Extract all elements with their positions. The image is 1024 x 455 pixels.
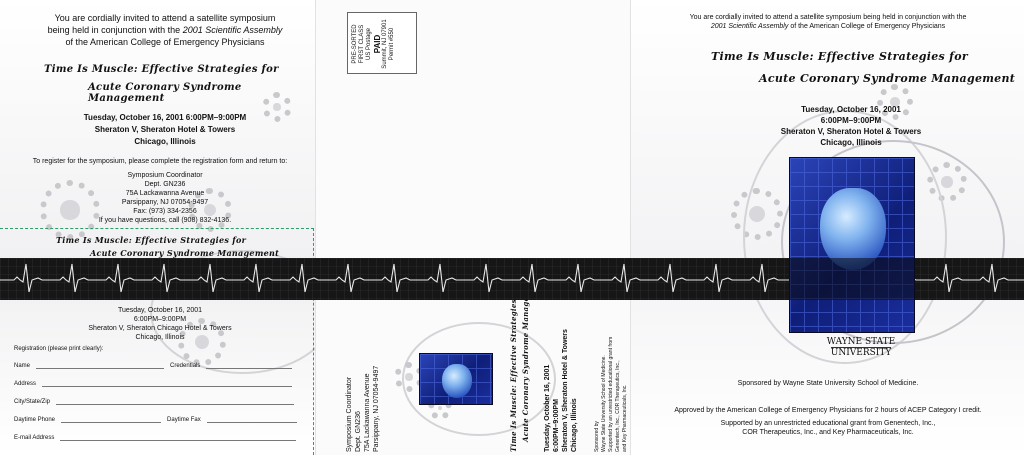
- form-event-details: Tuesday, October 16, 2001 6:00PM–9:00PM …: [88, 307, 232, 341]
- heart-illustration: [442, 364, 472, 398]
- mailer-title: Time Is Muscle: Effective Strategies for…: [509, 275, 530, 452]
- event-venue: Sheraton V, Sheraton Hotel & Towers: [94, 125, 236, 134]
- cover-sponsor: Sponsored by Wayne State University Scho…: [737, 380, 919, 387]
- assembly-name: 2001 Scientific Assembly: [182, 25, 283, 35]
- gear-decoration: [40, 180, 100, 240]
- name-label: Name: [14, 363, 31, 369]
- cover-event-details: Tuesday, October 16, 2001 6:00PM–9:00PM …: [701, 104, 1001, 148]
- heart-image-cover: [790, 158, 914, 332]
- name-field-row: Name Credentials: [14, 362, 293, 369]
- daytime-fax-field[interactable]: [206, 416, 297, 423]
- email-row: E-mail Address: [14, 434, 297, 441]
- register-instructions: To register for the symposium, please co…: [32, 158, 288, 165]
- cover-title-line2: Acute Coronary Syndrome Management: [759, 72, 1016, 85]
- email-label: E-mail Address: [14, 435, 55, 441]
- form-title-line2: Acute Coronary Syndrome Management: [90, 248, 280, 258]
- address-label: Address: [14, 381, 37, 387]
- ekg-overlay: [790, 258, 914, 300]
- mailing-address: Symposium Coordinator Dept. GN236 75A La…: [60, 171, 270, 225]
- form-title-line1: Time Is Muscle: Effective Strategies for: [56, 235, 247, 245]
- daytime-phone-field[interactable]: [61, 416, 162, 423]
- invite-line: You are cordially invited to attend a sa…: [54, 13, 276, 23]
- return-address: Symposium Coordinator Dept. GN236 75A La…: [346, 365, 380, 452]
- cover-city: Chicago, Illinois: [820, 138, 882, 147]
- cover-invitation: You are cordially invited to attend a sa…: [689, 14, 967, 30]
- form-intro: Registration (please print clearly):: [14, 346, 104, 352]
- city-state-zip-field[interactable]: [56, 398, 295, 405]
- event-city: Chicago, Illinois: [134, 137, 196, 146]
- cover-time: 6:00PM–9:00PM: [820, 116, 882, 125]
- invite-line: of the American College of Emergency Phy…: [65, 37, 265, 47]
- mailer-event-details: Tuesday, October 16, 2001 6:00PM–9:00PM …: [544, 329, 578, 452]
- questions-phone: If you have questions, call (908) 832-41…: [98, 217, 232, 224]
- daytime-phone-label: Daytime Phone: [14, 417, 56, 423]
- heart-illustration: [820, 188, 886, 270]
- symposium-title-line1: Time Is Muscle: Effective Strategies for: [44, 64, 279, 75]
- name-field[interactable]: [36, 362, 165, 369]
- symposium-title-line2: Acute Coronary Syndrome Management: [88, 82, 242, 104]
- email-field[interactable]: [60, 434, 297, 441]
- event-details: Tuesday, October 16, 2001 6:00PM–9:00PM …: [20, 112, 310, 148]
- cover-venue: Sheraton V, Sheraton Hotel & Towers: [780, 127, 922, 136]
- wayne-state-logo: WAYNE STATE UNIVERSITY: [826, 337, 896, 358]
- postage-indicia: PRE-SORTED FIRST CLASS US Postage PAID S…: [347, 12, 417, 74]
- registration-cutout-border: [0, 228, 314, 455]
- invitation-text: You are cordially invited to attend a sa…: [20, 12, 310, 48]
- heart-image-small: [420, 354, 492, 404]
- daytime-fax-label: Daytime Fax: [167, 417, 201, 423]
- mailer-sponsors: Sponsored by Wayne State University Scho…: [594, 336, 628, 452]
- event-date: Tuesday, October 16, 2001 6:00PM–9:00PM: [83, 113, 247, 122]
- cover-date: Tuesday, October 16, 2001: [801, 105, 901, 114]
- watch-swirl: [150, 250, 315, 374]
- address-field[interactable]: [42, 380, 293, 387]
- watch-swirl: [781, 140, 1005, 344]
- gear-decoration: [877, 84, 913, 120]
- acep-approval: Approved by the American College of Emer…: [674, 407, 982, 414]
- address-field-row: Address: [14, 380, 293, 387]
- gear-decoration: [188, 188, 232, 232]
- credentials-label: Credentials: [170, 363, 201, 369]
- indicia-text: PRE-SORTED FIRST CLASS US Postage PAID S…: [352, 19, 395, 69]
- city-state-zip-label: City/State/Zip: [14, 399, 51, 405]
- city-state-zip-row: City/State/Zip: [14, 398, 295, 405]
- invite-line: being held in conjunction with the 2001 …: [47, 25, 283, 35]
- cover-title-line1: Time Is Muscle: Effective Strategies for: [711, 50, 968, 63]
- grant-support: Supported by an unrestricted educational…: [720, 420, 936, 436]
- phone-fax-row: Daytime Phone Daytime Fax: [14, 416, 297, 423]
- left-panel: You are cordially invited to attend a sa…: [0, 0, 315, 455]
- credentials-field[interactable]: [206, 362, 293, 369]
- gear-decoration: [262, 92, 292, 122]
